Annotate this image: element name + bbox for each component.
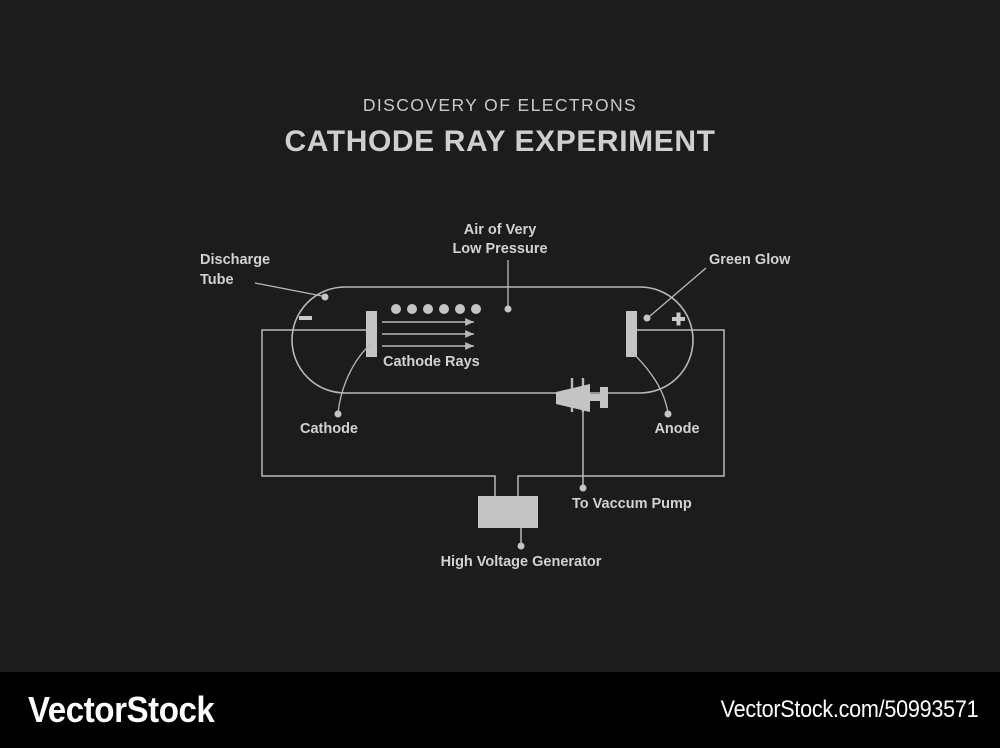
- cathode-ray-diagram: Discharge Tube Air of Very Low Pressure …: [200, 222, 791, 570]
- supertitle: DISCOVERY OF ELECTRONS: [362, 95, 638, 115]
- circuit-wiring: [261, 329, 725, 496]
- page-title: CATHODE RAY EXPERIMENT: [284, 125, 716, 158]
- title-block: DISCOVERY OF ELECTRONS CATHODE RAY EXPER…: [0, 95, 1000, 159]
- label-discharge-tube-line2: Tube: [200, 272, 234, 288]
- anode-plate: [626, 311, 637, 357]
- vectorstock-url: VectorStock.com/50993571: [720, 696, 978, 723]
- vacuum-pump-valve: [556, 378, 608, 492]
- label-cathode-rays: Cathode Rays: [383, 354, 480, 370]
- label-air-pressure-line2: Low Pressure: [452, 241, 547, 257]
- label-vacuum-pump: To Vaccum Pump: [572, 496, 692, 512]
- leader-end-dots: [321, 293, 672, 550]
- illustration-canvas: [0, 0, 1000, 672]
- discharge-tube-outline: [291, 286, 694, 394]
- footer-bar: VectorStock VectorStock.com/50993571: [0, 672, 1000, 748]
- leader-lines: [254, 260, 707, 415]
- label-air-pressure-line1: Air of Very: [464, 222, 537, 238]
- electron-dots: [391, 304, 481, 314]
- cathode-ray-arrows: [382, 318, 474, 350]
- label-green-glow: Green Glow: [709, 252, 791, 268]
- polarity-negative-sign: [299, 316, 312, 320]
- label-cathode: Cathode: [300, 421, 358, 437]
- label-high-voltage-generator: High Voltage Generator: [441, 554, 602, 570]
- high-voltage-generator: [478, 496, 538, 528]
- label-discharge-tube-line1: Discharge: [200, 252, 270, 268]
- vectorstock-logo: VectorStock: [28, 689, 215, 730]
- cathode-plate: [366, 311, 377, 357]
- polarity-positive-sign: [672, 312, 685, 326]
- label-anode: Anode: [654, 421, 699, 437]
